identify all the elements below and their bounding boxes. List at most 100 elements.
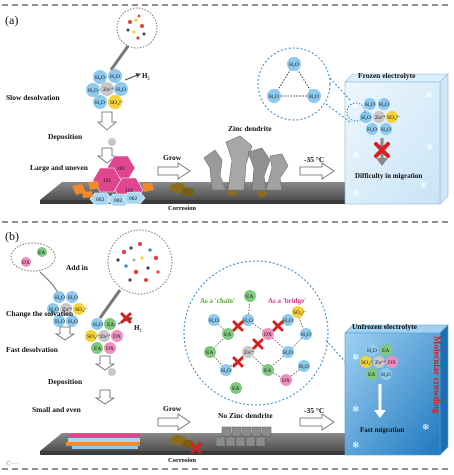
svg-text:H₂O: H₂O (283, 318, 293, 324)
orange-flakes-a (72, 181, 154, 198)
svg-text:H₂O: H₂O (299, 364, 309, 370)
bridge-network-bubble (183, 260, 329, 406)
svg-text:EA: EA (368, 372, 375, 378)
svg-text:002: 002 (96, 197, 105, 203)
svg-text:❄: ❄ (422, 422, 430, 432)
svg-text:H₂O: H₂O (88, 88, 98, 94)
down-arrow-b3 (94, 389, 116, 405)
grow-arrow-a (157, 162, 191, 180)
difficulty-label: Difficulty in migration (355, 172, 422, 180)
bridge-network-nodes (204, 290, 312, 394)
svg-text:H₂O: H₂O (110, 74, 120, 80)
unfrozen-electrolyte-cube (344, 324, 449, 456)
fast-migration-label: Fast migration (360, 426, 404, 434)
additive-ea-label: EA (38, 250, 45, 256)
blocked-cross-a (374, 142, 390, 158)
svg-text:❄: ❄ (425, 90, 433, 100)
unfrozen-cluster-labels: H₂O EA SO₄²⁻ Zn²⁺ DX EA H₂O (361, 348, 396, 378)
svg-text:DX: DX (282, 378, 290, 384)
svg-text:H₂O: H₂O (68, 295, 78, 301)
svg-text:Zn²⁺: Zn²⁺ (375, 114, 386, 121)
svg-text:H₂O: H₂O (381, 372, 391, 378)
svg-text:Zn²⁺: Zn²⁺ (375, 359, 386, 366)
frozen-electrolyte-label: Frozen electrolyte (358, 71, 416, 80)
svg-text:H₂O: H₂O (367, 348, 377, 354)
svg-text:❄: ❄ (420, 180, 428, 190)
svg-text:H₂O: H₂O (243, 318, 253, 324)
svg-text:H₂O: H₂O (379, 102, 389, 108)
network-callout-line-2 (325, 103, 351, 123)
unfrozen-cluster (360, 344, 398, 380)
additive-molecules (21, 247, 47, 267)
svg-text:H₂O: H₂O (381, 127, 391, 133)
h2-label-a: H₂ (142, 72, 150, 80)
solvation-shell-b2-labels: H₂O EA SO₄²⁻ Zn²⁺ DX EA DX (87, 322, 121, 352)
grow-arrow-b (157, 413, 191, 431)
svg-text:Zn²⁺: Zn²⁺ (62, 306, 73, 313)
flat-deposits-b (66, 434, 140, 449)
svg-text:EA: EA (246, 294, 253, 300)
svg-text:101: 101 (125, 188, 134, 194)
bridge-label: As a 'bridge' (268, 297, 306, 305)
svg-text:SO₄²⁻: SO₄²⁻ (293, 310, 307, 316)
svg-text:002: 002 (129, 196, 138, 202)
svg-text:H₂O: H₂O (365, 102, 375, 108)
svg-text:H₂O: H₂O (116, 87, 126, 93)
svg-text:❄: ❄ (352, 100, 360, 110)
svg-text:H₂O: H₂O (95, 100, 105, 106)
corrosion-blob-b (170, 435, 194, 448)
svg-text:SO₄²⁻: SO₄²⁻ (110, 100, 124, 106)
corrosion-blob-a (170, 183, 194, 196)
facet-labels-a: 101 101 101 002 002 002 (96, 166, 138, 204)
frozen-electrolyte-cube (344, 73, 449, 205)
down-arrow-b1 (54, 326, 76, 341)
network-callout-line-1 (329, 77, 351, 101)
svg-text:Zn²⁺: Zn²⁺ (100, 333, 111, 340)
water-network-labels: H₂O H₂O H₂O (269, 62, 319, 100)
zinc-dendrites (203, 135, 289, 197)
fast-migration-head (374, 410, 386, 418)
svg-text:101: 101 (117, 166, 126, 172)
svg-text:EA: EA (232, 386, 239, 392)
solvation-shell-b1 (47, 291, 85, 327)
panel-a-label: (a) (5, 13, 18, 27)
solvent-molecules-b (116, 242, 160, 282)
svg-text:101: 101 (103, 178, 112, 184)
fast-desolvation-label: Fast desolvation (6, 345, 59, 354)
svg-text:SO₄²⁻: SO₄²⁻ (75, 307, 89, 313)
svg-text:❄: ❄ (352, 404, 360, 414)
temp-arrow-b (299, 413, 335, 431)
svg-text:Zn²⁺: Zn²⁺ (244, 349, 255, 356)
no-zinc-dendrite-label: No Zinc dendrite (218, 411, 273, 420)
frozen-snowflakes: ❄❄❄ ❄❄❄ (352, 90, 434, 198)
chain-label: As a 'chain' (200, 297, 235, 305)
solvent-bubble-b (107, 229, 173, 295)
bridge-broken-bonds (232, 320, 284, 368)
unfrozen-electrolyte-label: Unfrozen electrolyte (352, 322, 418, 331)
grow-label-b: Grow (163, 404, 182, 413)
uniform-zinc-blocks (215, 426, 272, 447)
svg-text:H₂O: H₂O (309, 94, 319, 100)
svg-text:❄: ❄ (352, 440, 360, 450)
svg-text:Zn²⁺: Zn²⁺ (103, 86, 114, 93)
svg-text:DX: DX (106, 346, 114, 352)
svg-text:❄: ❄ (426, 142, 434, 152)
corrosion-label-b: Corrosion (168, 457, 196, 464)
down-arrow-a2 (96, 147, 118, 164)
network-callout-dot (346, 102, 366, 122)
hex-crystals-a (89, 155, 146, 207)
additive-bubble (10, 242, 56, 272)
svg-text:H₂O: H₂O (367, 127, 377, 133)
change-solvation-label: Change the solvation (6, 309, 74, 318)
svg-text:SO₄²⁻: SO₄²⁻ (387, 115, 401, 121)
svg-text:H₂O: H₂O (269, 94, 279, 100)
svg-text:DX: DX (264, 332, 272, 338)
svg-text:EA: EA (264, 368, 271, 374)
large-uneven-label: Large and uneven (30, 163, 89, 172)
h2-label-b: H₂ (134, 324, 142, 332)
svg-text:EA: EA (224, 332, 231, 338)
svg-text:SO₄²⁻: SO₄²⁻ (87, 334, 101, 340)
corrosion-label-a: Corrosion (168, 205, 196, 212)
svg-text:EA: EA (382, 348, 389, 354)
